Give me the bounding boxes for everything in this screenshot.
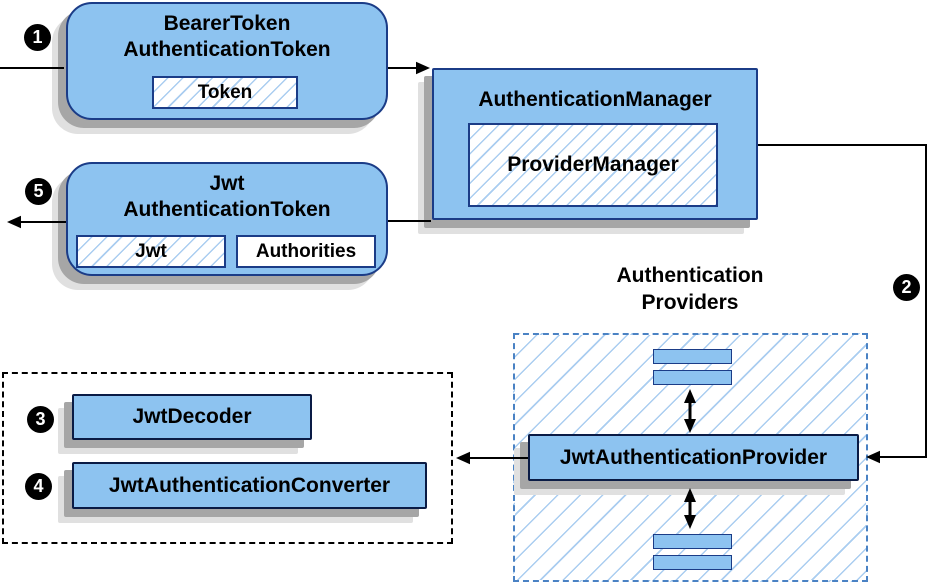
- step-5-badge: 5: [25, 178, 52, 205]
- jwt-token-box-title-line2: AuthenticationToken: [123, 198, 331, 221]
- bearer-token-box-title-line1: BearerToken: [163, 12, 291, 35]
- jwt-token-box-title-line1: Jwt: [209, 172, 245, 195]
- provider-stack-bar-top-2: [653, 370, 732, 385]
- bearer-token-box-title-line2: AuthenticationToken: [123, 38, 331, 61]
- jwt-chip: Jwt: [76, 235, 226, 268]
- step-5-outgoing-arrow: [7, 215, 66, 229]
- authentication-providers-label-line1: Authentication: [616, 264, 764, 287]
- step-4-badge: 4: [25, 473, 52, 500]
- jwt-authentication-converter-box: JwtAuthenticationConverter: [72, 462, 427, 509]
- bearer-to-manager-arrow: [388, 61, 430, 75]
- authorities-chip: Authorities: [236, 235, 376, 268]
- authentication-providers-label: Authentication Providers: [560, 262, 820, 316]
- step-2-badge: 2: [893, 274, 920, 301]
- provider-manager-chip: ProviderManager: [468, 123, 718, 207]
- provider-stack-bar-top-1: [653, 349, 732, 364]
- authentication-manager-box: AuthenticationManager ProviderManager: [432, 68, 758, 220]
- provider-stack-bar-bottom-2: [653, 555, 732, 570]
- jwt-authentication-token-box: Jwt AuthenticationToken Jwt Authorities: [66, 162, 388, 276]
- step-1-badge: 1: [24, 24, 51, 51]
- token-chip: Token: [152, 76, 298, 109]
- provider-stack-bar-bottom-1: [653, 534, 732, 549]
- step-3-badge: 3: [27, 406, 54, 433]
- jwt-decoder-box: JwtDecoder: [72, 394, 312, 440]
- bearer-token-authentication-token-box: BearerToken AuthenticationToken Token: [66, 2, 388, 120]
- jwt-authentication-provider-box: JwtAuthenticationProvider: [528, 434, 859, 481]
- authentication-providers-label-line2: Providers: [641, 291, 739, 314]
- authentication-manager-title: AuthenticationManager: [478, 88, 712, 111]
